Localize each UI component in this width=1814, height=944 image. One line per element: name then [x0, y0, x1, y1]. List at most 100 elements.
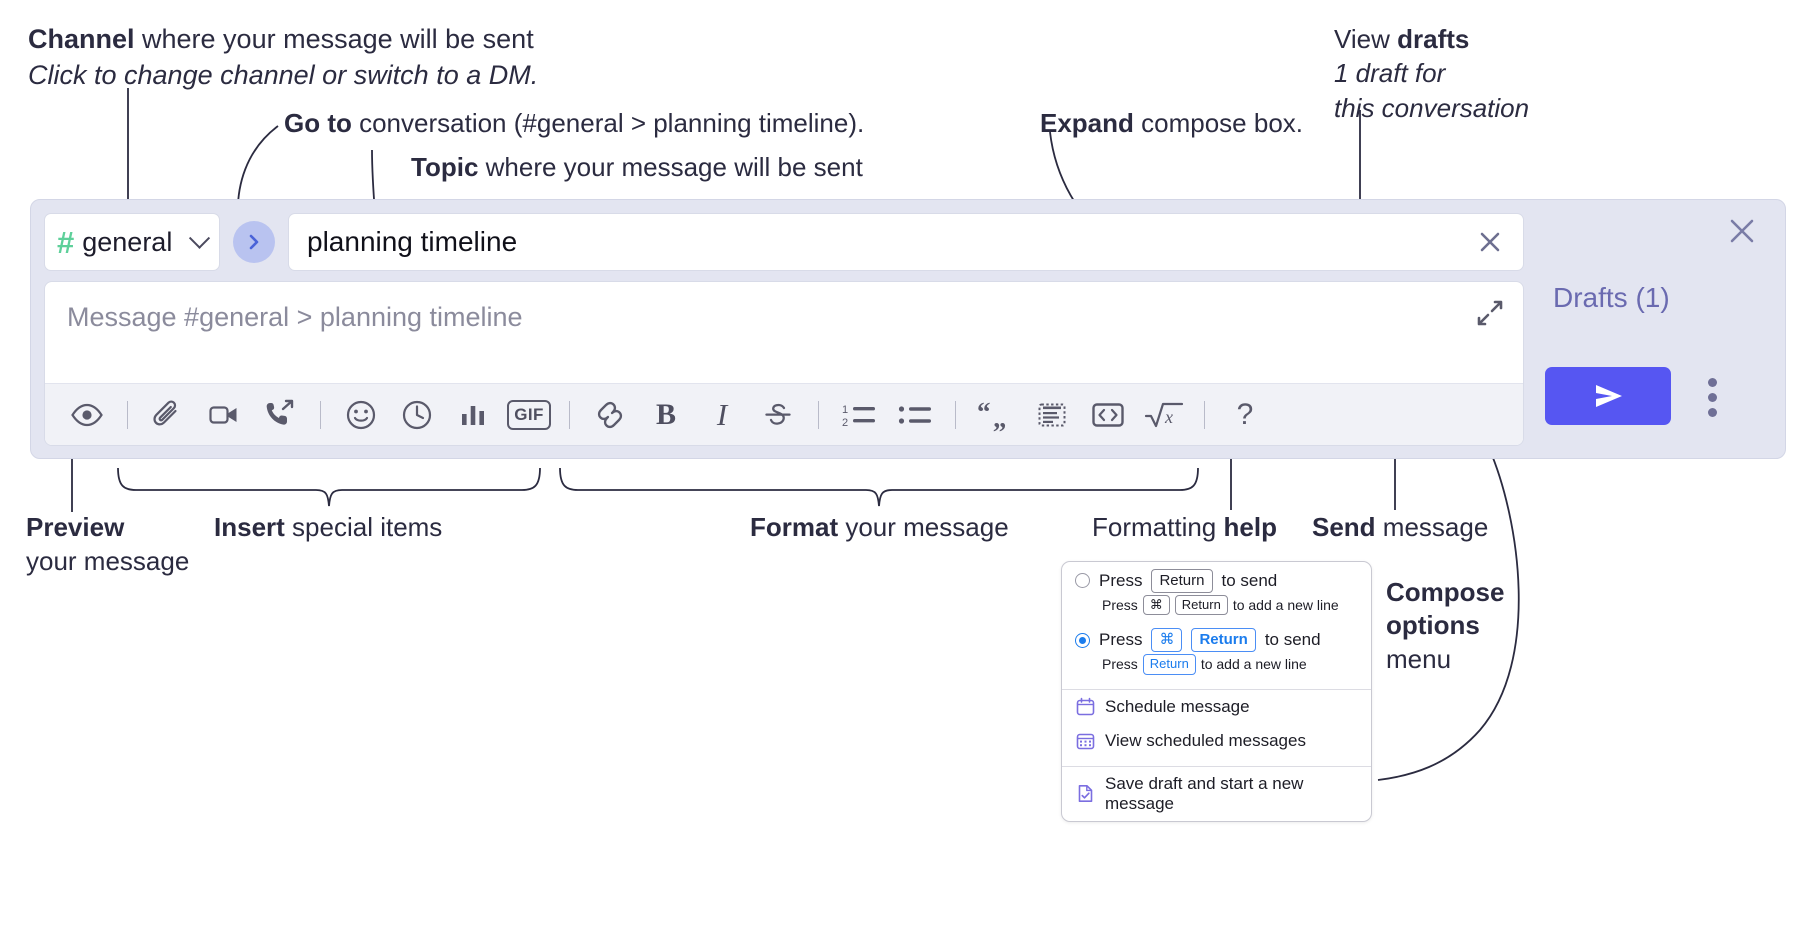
- send-button[interactable]: [1545, 367, 1671, 425]
- drafts-link[interactable]: Drafts (1): [1553, 282, 1670, 313]
- bulleted-list-button[interactable]: [887, 391, 943, 439]
- annotation-drafts: View drafts 1 draft for this conversatio…: [1334, 22, 1529, 125]
- divider: [1062, 765, 1371, 767]
- annotation-channel-bold: Channel: [28, 24, 135, 54]
- gif-button[interactable]: GIF: [501, 391, 557, 439]
- huddle-button[interactable]: [252, 391, 308, 439]
- bold-button[interactable]: B: [638, 391, 694, 439]
- svg-text:x: x: [1164, 407, 1173, 427]
- annotation-compose-options-bold-1: Compose: [1386, 577, 1505, 607]
- option-sub-press-label: Press: [1102, 596, 1138, 613]
- option-press-label: Press: [1099, 630, 1143, 650]
- annotation-format-rest: your message: [838, 512, 1009, 542]
- annotation-insert: Insert special items: [214, 510, 442, 544]
- link-button[interactable]: [582, 391, 638, 439]
- radio-selected[interactable]: [1075, 632, 1090, 648]
- annotation-send: Send message: [1312, 510, 1488, 544]
- emoji-button[interactable]: [333, 391, 389, 439]
- menu-item-view-scheduled[interactable]: View scheduled messages: [1062, 724, 1371, 758]
- video-button[interactable]: [196, 391, 252, 439]
- code-button[interactable]: [1080, 391, 1136, 439]
- compose-options-button[interactable]: [1697, 372, 1727, 422]
- radio-unselected[interactable]: [1075, 573, 1090, 589]
- channel-selector[interactable]: # general: [44, 213, 220, 271]
- key-return: Return: [1174, 594, 1228, 616]
- annotation-compose-options-bold-2: options: [1386, 610, 1480, 641]
- menu-item-schedule-message[interactable]: Schedule message: [1062, 690, 1371, 724]
- annotation-goto: Go to conversation (#general > planning …: [284, 106, 864, 140]
- key-command: ⌘: [1151, 628, 1183, 652]
- more-vertical-icon: [1707, 392, 1717, 402]
- send-option-return[interactable]: Press Return to send Press ⌘ Return to a…: [1062, 562, 1371, 621]
- ordered-list-button[interactable]: 1 2: [831, 391, 887, 439]
- menu-item-label: View scheduled messages: [1105, 730, 1306, 750]
- preview-button[interactable]: [59, 391, 115, 439]
- expand-diagonal-icon[interactable]: [1475, 298, 1509, 332]
- formatting-toolbar: GIF B I: [45, 383, 1523, 445]
- annotation-send-rest: message: [1375, 512, 1489, 542]
- annotation-expand-rest: compose box.: [1133, 108, 1304, 138]
- italic-button[interactable]: I: [694, 391, 750, 439]
- annotation-insert-bold: Insert: [214, 512, 285, 542]
- compose-right-rail: Drafts (1): [1523, 200, 1785, 458]
- reminder-button[interactable]: [389, 391, 445, 439]
- annotation-drafts-italic-2: this conversation: [1334, 92, 1530, 123]
- bar-chart-icon: [462, 405, 484, 425]
- hash-icon: #: [57, 224, 75, 260]
- annotation-channel: Channel where your message will be sent …: [28, 22, 538, 93]
- annotation-compose-options: Compose options menu: [1386, 576, 1504, 676]
- goto-conversation-button[interactable]: [233, 221, 275, 263]
- svg-text:“: “: [977, 398, 991, 427]
- paperclip-icon: [153, 399, 177, 425]
- chevron-right-icon: [249, 234, 259, 250]
- strikethrough-button[interactable]: [750, 391, 806, 439]
- svg-text:„: „: [993, 403, 1007, 432]
- annotation-help-bold: help: [1223, 512, 1277, 542]
- strikethrough-icon: [765, 403, 791, 425]
- compose-header-row: # general planning timeline: [44, 213, 1524, 271]
- separator: [320, 400, 321, 429]
- formatting-help-button[interactable]: ?: [1217, 391, 1273, 439]
- svg-text:2: 2: [842, 417, 848, 429]
- annotation-goto-rest: conversation (#general > planning timeli…: [351, 108, 865, 138]
- message-placeholder: Message #general > planning timeline: [67, 302, 523, 332]
- option-sub-press-label: Press: [1102, 656, 1138, 673]
- topic-value: planning timeline: [307, 226, 518, 257]
- annotation-topic: Topic where your message will be sent: [411, 150, 863, 184]
- blockquote-button[interactable]: “ „: [968, 391, 1024, 439]
- annotation-formatting-help: Formatting help: [1092, 510, 1277, 544]
- attach-button[interactable]: [140, 391, 196, 439]
- option-sub-action-label: to add a new line: [1232, 596, 1339, 613]
- close-icon[interactable]: [1725, 214, 1759, 248]
- option-sub-action-label: to add a new line: [1200, 656, 1307, 673]
- italic-icon: I: [716, 396, 728, 432]
- annotation-channel-italic: Click to change channel or switch to a D…: [28, 59, 539, 90]
- send-option-cmd-return[interactable]: Press ⌘ Return to send Press Return to a…: [1062, 621, 1371, 680]
- file-check-icon: [1076, 784, 1095, 803]
- annotation-compose-options-rest: menu: [1386, 643, 1452, 674]
- quote-marks-icon: “ „: [977, 398, 1007, 432]
- compose-main: # general planning timeline: [44, 213, 1524, 446]
- code-block-button[interactable]: [1024, 391, 1080, 439]
- math-button[interactable]: x: [1136, 391, 1192, 439]
- compose-panel: # general planning timeline: [30, 199, 1786, 459]
- eye-icon: [71, 403, 103, 426]
- annotation-preview: Preview your message: [26, 510, 189, 579]
- key-return: Return: [1142, 653, 1196, 675]
- svg-text:1: 1: [842, 404, 848, 416]
- more-vertical-icon: [1707, 407, 1717, 417]
- close-icon[interactable]: [1473, 225, 1507, 259]
- clock-icon: [402, 400, 432, 429]
- menu-item-label: Save draft and start a new message: [1105, 773, 1304, 813]
- chevron-down-icon: [188, 227, 211, 249]
- separator: [569, 400, 570, 429]
- smiley-face-icon: [346, 400, 376, 429]
- poll-button[interactable]: [445, 391, 501, 439]
- annotation-preview-bold: Preview: [26, 512, 125, 542]
- more-vertical-icon: [1707, 377, 1717, 387]
- menu-item-save-draft[interactable]: Save draft and start a new message: [1062, 767, 1371, 821]
- message-input[interactable]: Message #general > planning timeline: [45, 282, 1523, 383]
- topic-field[interactable]: planning timeline: [288, 213, 1524, 271]
- annotation-topic-rest: where your message will be sent: [478, 152, 863, 182]
